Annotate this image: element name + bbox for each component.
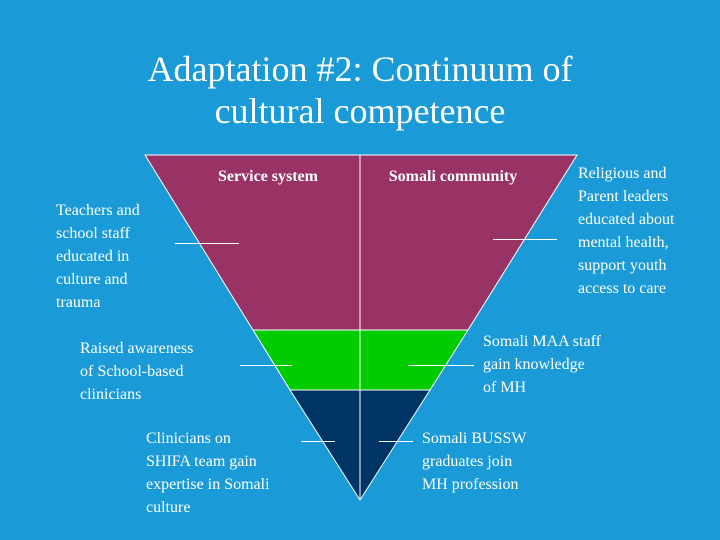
note-line: culture [146,499,191,516]
note-shifa-clinicians: Clinicians on SHIFA team gain expertise … [146,427,270,519]
note-line: Raised awareness [80,340,194,357]
note-raised-awareness: Raised awareness of School-based clinici… [80,337,193,406]
title-line-2: cultural competence [214,91,506,131]
title-line-1: Adaptation #2: Continuum of [147,49,573,89]
note-line: clinicians [80,386,142,403]
column-header-service-system: Service system [218,168,318,185]
note-line: access to care [578,280,666,297]
note-line: expertise in Somali [146,476,270,493]
note-teachers-school-staff: Teachers and school staff educated in cu… [56,199,140,314]
connector-line [408,365,474,366]
connector-line [493,239,557,240]
note-line: trauma [56,294,101,311]
connector-line [301,441,335,442]
slide-title: Adaptation #2: Continuum of cultural com… [0,48,720,132]
note-line: Parent leaders [578,188,669,205]
note-line: support youth [578,257,667,274]
note-line: SHIFA team gain [146,453,257,470]
note-line: graduates join [422,453,513,470]
note-line: educated in [56,248,130,265]
note-line: Somali BUSSW [422,430,527,447]
note-line: mental health, [578,234,669,251]
note-bussw-graduates: Somali BUSSW graduates join MH professio… [422,427,526,496]
note-line: Somali MAA staff [483,333,601,350]
note-somali-maa-staff: Somali MAA staff gain knowledge of MH [483,330,601,399]
connector-line [175,243,239,244]
note-line: MH profession [422,476,519,493]
connector-line [379,441,413,442]
note-line: gain knowledge [483,356,585,373]
note-line: school staff [56,225,130,242]
column-header-somali-community: Somali community [388,168,518,185]
note-line: of MH [483,379,527,396]
connector-line [240,365,292,366]
note-line: of School-based [80,363,184,380]
note-line: Teachers and [56,202,140,219]
note-line: Religious and [578,165,667,182]
note-line: Clinicians on [146,430,231,447]
note-line: culture and [56,271,128,288]
note-line: educated about [578,211,675,228]
note-religious-parent-leaders: Religious and Parent leaders educated ab… [578,162,674,300]
